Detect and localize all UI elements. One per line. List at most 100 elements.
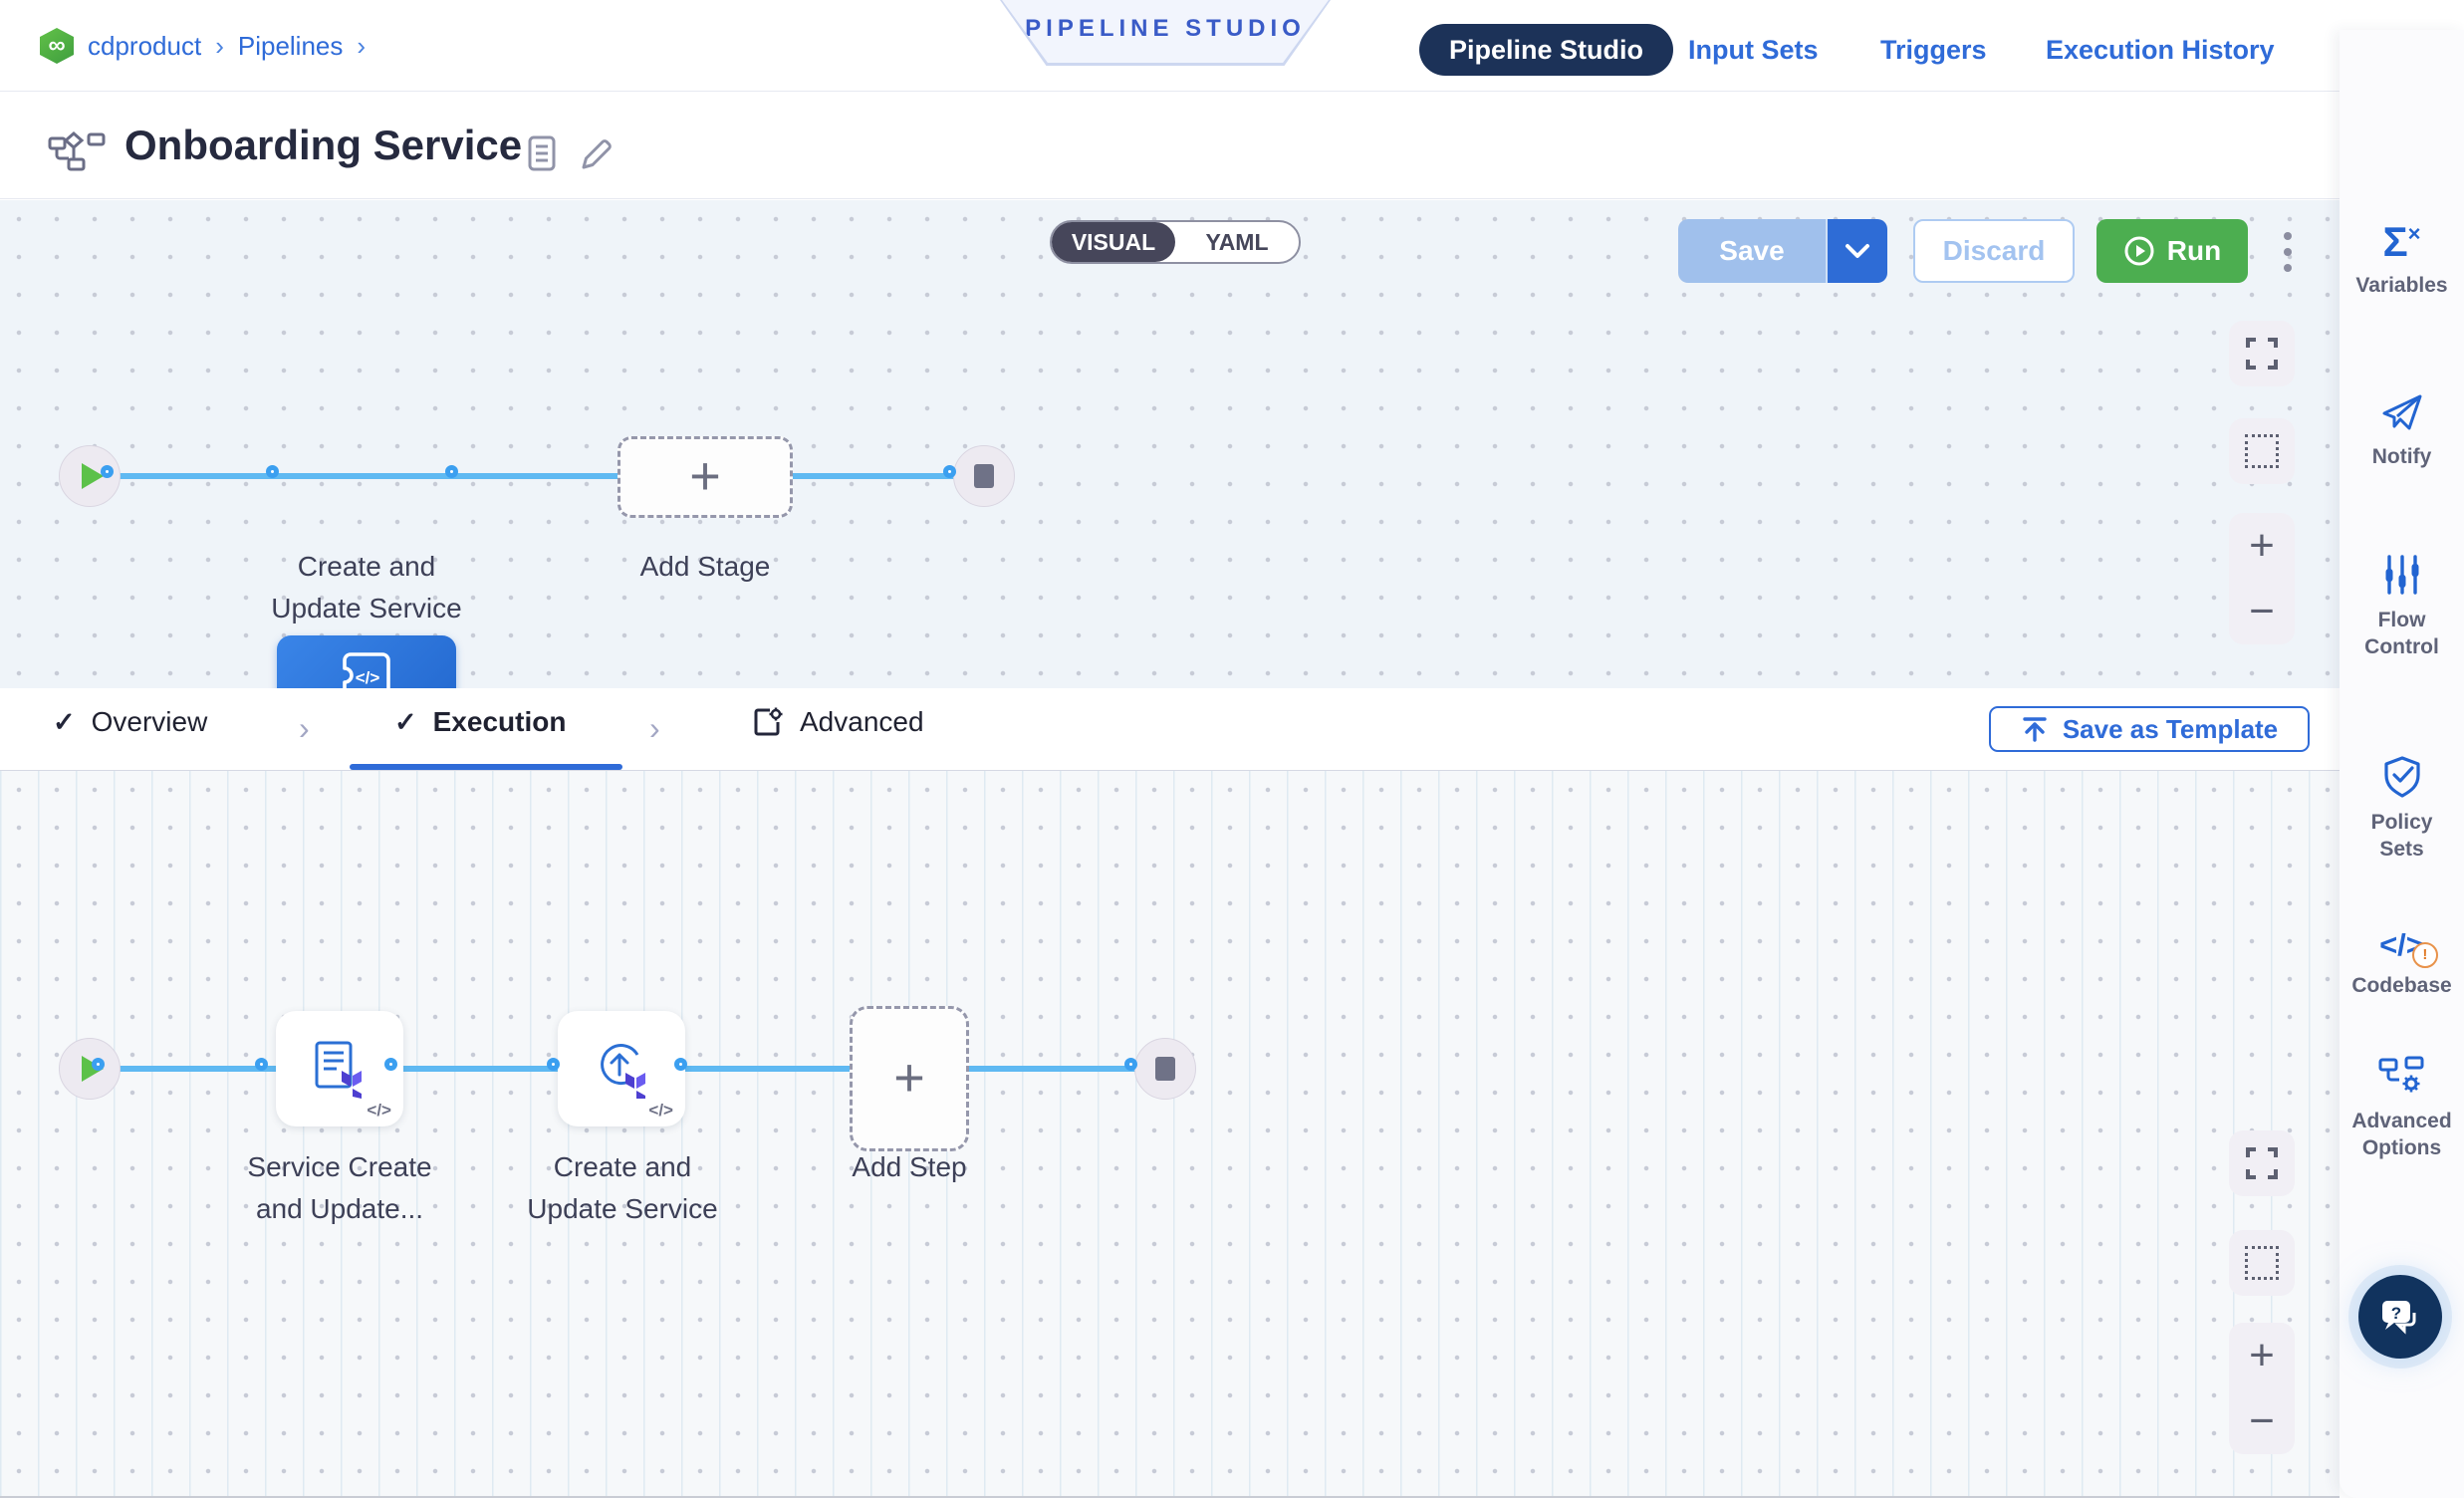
save-button[interactable]: Save: [1678, 219, 1826, 283]
stage-label-line1: Create and: [297, 551, 436, 582]
breadcrumb-project-link[interactable]: cdproduct: [88, 30, 202, 61]
code-glyph: </>: [367, 1101, 391, 1120]
fit-to-screen-button[interactable]: [2229, 1130, 2295, 1196]
sidebar-item-policy-sets[interactable]: Policy Sets: [2340, 755, 2464, 863]
service-definition-icon: [315, 1041, 362, 1099]
add-stage-node[interactable]: +: [617, 436, 793, 518]
chevron-right-icon: ›: [215, 30, 224, 61]
connector-dot[interactable]: [101, 465, 114, 478]
stop-icon: [1155, 1057, 1175, 1081]
stage-label-line2: Update Service: [271, 593, 462, 624]
sidebar-item-flow-control[interactable]: Flow Control: [2340, 553, 2464, 660]
zoom-controls: + −: [2229, 1323, 2295, 1454]
execution-step-canvas[interactable]: </> </> + Service Create and Update... C…: [0, 771, 2340, 1498]
chevron-right-icon: ›: [649, 710, 660, 746]
plus-icon: +: [893, 1048, 925, 1109]
zoom-in-button[interactable]: +: [2249, 521, 2275, 570]
chevron-down-icon: [1846, 244, 1869, 258]
zoom-out-button[interactable]: −: [2249, 587, 2275, 635]
more-options-button[interactable]: [2273, 227, 2303, 277]
chevron-right-icon: ›: [299, 710, 310, 746]
sidebar-item-advanced-options[interactable]: Advanced Options: [2340, 1056, 2464, 1161]
steps-end-node[interactable]: [1134, 1038, 1196, 1100]
connector-dot[interactable]: [674, 1058, 687, 1071]
step2-label-line1: Create and: [553, 1151, 692, 1182]
step2-label-line2: Update Service: [527, 1193, 718, 1224]
help-chat-button[interactable]: ?: [2358, 1275, 2442, 1359]
pipeline-header: Onboarding Service VISUAL YAML Save Disc…: [0, 92, 2340, 283]
save-as-template-button[interactable]: Save as Template: [1989, 706, 2310, 752]
marquee-select-icon: [2245, 1246, 2279, 1280]
discard-button[interactable]: Discard: [1913, 219, 2075, 283]
stage-config-tabbar: ✓ Overview › ✓ Execution › Advanced Save…: [0, 688, 2340, 771]
add-step-node[interactable]: +: [850, 1006, 969, 1151]
marquee-select-icon: [2245, 434, 2279, 468]
save-dropdown-button[interactable]: [1826, 219, 1887, 283]
chat-question-icon: ?: [2382, 1301, 2416, 1335]
connector-dot[interactable]: [547, 1058, 560, 1071]
step-node-create-and-update-service[interactable]: </>: [558, 1011, 685, 1126]
pipeline-icon: [48, 131, 106, 171]
breadcrumb-pipelines-link[interactable]: Pipelines: [237, 30, 344, 61]
shield-check-icon: [2383, 756, 2420, 798]
step-node-service-create-and-update[interactable]: </>: [276, 1011, 403, 1126]
tab-execution-history[interactable]: Execution History: [2046, 34, 2275, 65]
active-tab-underline: [350, 764, 622, 770]
connector-dot[interactable]: [92, 1058, 105, 1071]
play-icon: [82, 463, 104, 489]
zoom-controls: + −: [2229, 513, 2295, 644]
toggle-yaml[interactable]: YAML: [1205, 228, 1269, 255]
tab-advanced[interactable]: Advanced: [752, 706, 924, 738]
top-bar: ∞ cdproduct › Pipelines › PIPELINE STUDI…: [0, 0, 2340, 92]
sidebar-item-variables[interactable]: Σ× Variables: [2340, 214, 2464, 299]
add-step-label: Add Step: [852, 1151, 967, 1182]
terraform-glyph: [625, 1073, 645, 1099]
play-circle-icon: [2124, 236, 2154, 266]
sidebar-item-notify[interactable]: Notify: [2340, 391, 2464, 470]
add-stage-label: Add Stage: [639, 551, 771, 582]
connector-dot[interactable]: [266, 465, 279, 478]
advanced-settings-icon: [754, 707, 783, 736]
edit-pencil-icon[interactable]: [580, 133, 616, 171]
pipeline-end-node[interactable]: [953, 445, 1015, 507]
connector-dot[interactable]: [943, 465, 956, 478]
tab-pipeline-studio[interactable]: Pipeline Studio: [1419, 24, 1674, 76]
svg-text:</>: </>: [356, 668, 380, 687]
step1-label-line1: Service Create: [247, 1151, 432, 1182]
connector-dot[interactable]: [1124, 1058, 1137, 1071]
tab-triggers[interactable]: Triggers: [1880, 34, 1987, 65]
tab-execution[interactable]: ✓ Execution: [394, 706, 567, 737]
stop-icon: [974, 464, 994, 488]
multi-select-button[interactable]: [2229, 418, 2295, 484]
readme-icon[interactable]: [528, 135, 556, 171]
breadcrumb: ∞ cdproduct › Pipelines ›: [40, 28, 366, 64]
svg-text:?: ?: [2391, 1304, 2401, 1323]
connector-dot[interactable]: [445, 465, 458, 478]
connector-dot[interactable]: [384, 1058, 397, 1071]
flow-control-sliders-icon: [2385, 555, 2418, 595]
upload-icon: [2023, 717, 2047, 742]
zoom-out-button[interactable]: −: [2249, 1396, 2275, 1445]
plus-icon: +: [689, 446, 721, 507]
fit-to-screen-button[interactable]: [2229, 321, 2295, 386]
zoom-in-button[interactable]: +: [2249, 1331, 2275, 1379]
paper-plane-icon: [2382, 394, 2421, 430]
tab-overview[interactable]: ✓ Overview: [53, 706, 208, 737]
variables-icon: Σ×: [2382, 218, 2421, 265]
steps-start-node[interactable]: [59, 1038, 121, 1100]
toggle-visual[interactable]: VISUAL: [1052, 222, 1175, 262]
sidebar-item-codebase[interactable]: </> ! Codebase: [2351, 927, 2452, 998]
connector-dot[interactable]: [255, 1058, 268, 1071]
step1-label-line2: and Update...: [255, 1193, 424, 1224]
tab-input-sets[interactable]: Input Sets: [1688, 34, 1819, 65]
banner-label: PIPELINE STUDIO: [1025, 14, 1306, 42]
pipeline-studio-banner: PIPELINE STUDIO: [1000, 0, 1331, 66]
run-button[interactable]: Run: [2096, 219, 2248, 283]
check-icon: ✓: [394, 706, 417, 737]
check-icon: ✓: [53, 706, 76, 737]
multi-select-button[interactable]: [2229, 1230, 2295, 1296]
code-glyph: </>: [648, 1101, 673, 1120]
update-service-icon: [601, 1044, 645, 1099]
pipeline-connector-line: [112, 473, 954, 479]
stage-canvas[interactable]: </> </> + Create and Update Service Add …: [0, 200, 2340, 717]
